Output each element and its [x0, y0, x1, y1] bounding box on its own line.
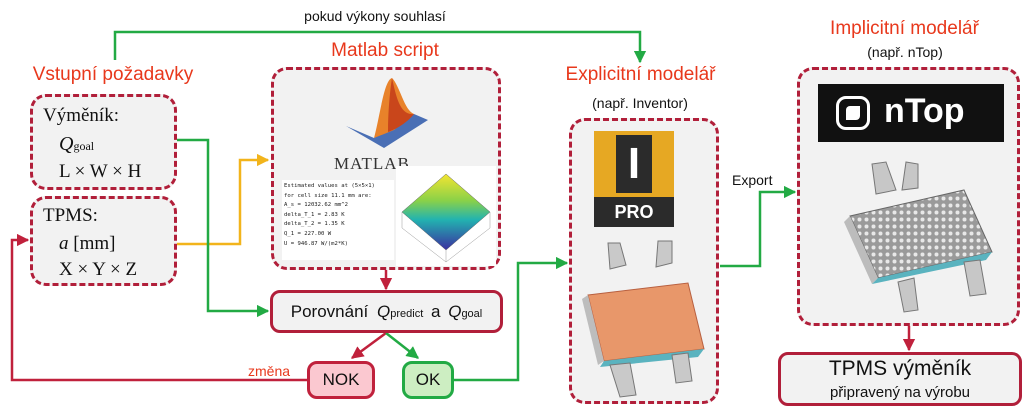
q-predict-letter: Q — [377, 302, 391, 321]
console-line: U = 946.87 W/(m2*K) — [284, 240, 348, 247]
exchanger-box: Výměník: Qgoal L × W × H — [30, 94, 177, 190]
console-line: Q_1 = 227.00 W — [284, 230, 332, 237]
matlab-console: Estimated values at (5×5×1) for cell siz… — [282, 180, 394, 260]
compare-prefix: Porovnání — [290, 302, 369, 321]
ok-box: OK — [402, 361, 454, 399]
arrow-compare-to-nok — [350, 331, 387, 360]
arrow-ok-to-explicit — [454, 256, 569, 382]
arrow-tpms-to-matlab — [177, 153, 270, 246]
exchanger-label: Výměník: — [43, 105, 119, 126]
implicit-title: Implicitní modelář — [830, 18, 979, 39]
ok-label: OK — [415, 370, 441, 389]
q-goal-symbol: Qgoal — [59, 133, 94, 156]
matlab-title: Matlab script — [331, 40, 439, 61]
nok-box: NOK — [307, 361, 375, 399]
tpms-box: TPMS: a [mm] X × Y × Z — [30, 196, 177, 286]
arrow-export — [720, 185, 797, 268]
surface-plot — [396, 166, 496, 266]
console-line: delta_T_2 = 1.35 K — [284, 221, 345, 228]
implicit-box: nTop — [797, 67, 1020, 326]
cell-symbol: a — [59, 233, 69, 254]
q-predict-subscript: predict — [390, 308, 424, 320]
arrow-top-loop — [113, 30, 647, 64]
implicit-subtitle: (např. nTop) — [867, 44, 943, 60]
q-letter: Q — [59, 133, 74, 155]
input-title: Vstupní požadavky — [32, 64, 194, 85]
arrow-nok-feedback — [10, 233, 307, 382]
dims-xyz: X × Y × Z — [59, 259, 138, 280]
q-goal: Qgoal — [448, 302, 482, 321]
inventor-logo-letter: I — [616, 135, 652, 193]
compare-and: a — [431, 302, 441, 321]
change-label: změna — [248, 363, 291, 379]
explicit-exchanger-render — [582, 240, 705, 398]
implicit-exchanger-render — [844, 161, 993, 313]
cell-size: a [mm] — [59, 233, 115, 255]
ntop-mark-icon — [836, 96, 870, 130]
top-link-label: pokud výkony souhlasí — [304, 8, 446, 24]
matlab-membrane-icon — [346, 78, 428, 148]
cell-unit: [mm] — [73, 233, 116, 254]
explicit-title: Explicitní modelář — [565, 64, 716, 85]
console-line: A_s = 12032.62 mm^2 — [284, 202, 348, 209]
console-line: for cell size 11.1 mm are: — [284, 192, 372, 199]
q-goal-letter: Q — [448, 302, 462, 321]
nok-label: NOK — [322, 370, 360, 389]
compare-box: Porovnání Qpredict a Qgoal — [270, 290, 503, 333]
console-line: delta_T_1 = 2.83 K — [284, 211, 345, 218]
inventor-logo-pro: PRO — [594, 197, 674, 227]
arrow-exchanger-to-compare — [177, 138, 270, 318]
compare-text: Porovnání Qpredict a Qgoal — [273, 302, 500, 322]
inventor-logo: I PRO — [594, 131, 674, 231]
console-line: Estimated values at (5×5×1) — [284, 183, 375, 189]
q-predict: Qpredict — [377, 302, 423, 321]
q-subscript: goal — [73, 139, 95, 153]
q-goal-subscript: goal — [461, 308, 483, 320]
tpms-label: TPMS: — [43, 205, 98, 226]
explicit-box: I PRO — [569, 118, 719, 404]
result-box: TPMS výměník připravený na výrobu — [778, 352, 1022, 406]
explicit-subtitle: (např. Inventor) — [592, 95, 688, 111]
ntop-logo-text: nTop — [884, 92, 965, 130]
ntop-mark-inner — [846, 106, 860, 120]
result-line1: TPMS výměník — [828, 357, 972, 380]
dims-lwh: L × W × H — [59, 161, 142, 182]
ntop-logo: nTop — [818, 84, 1004, 142]
matlab-logo-text: MATLAB — [334, 154, 410, 173]
matlab-box: MATLAB Estimated values at (5×5×1) for c… — [271, 67, 501, 270]
arrow-compare-to-ok — [385, 332, 419, 359]
result-line2: připravený na výrobu — [829, 384, 971, 401]
export-label: Export — [732, 172, 773, 188]
